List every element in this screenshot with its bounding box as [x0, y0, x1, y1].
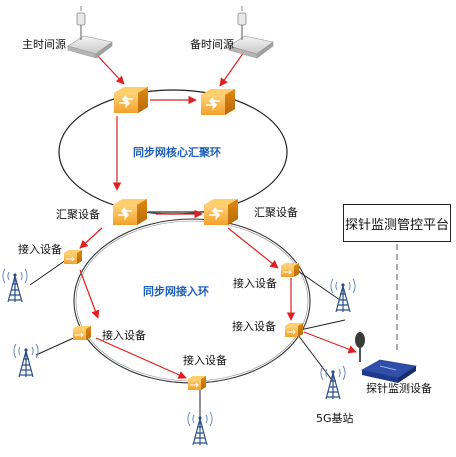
antenna-right-icon — [330, 278, 356, 313]
probe-device-icon — [355, 332, 417, 383]
antenna-left-bottom-icon — [13, 343, 39, 378]
aggregation-router-right-icon — [203, 198, 239, 226]
access-router-3-icon — [187, 375, 207, 391]
access-ring-label: 同步网接入环 — [143, 285, 209, 298]
link-access2-antenna — [29, 259, 67, 286]
access-device-label-5: 接入设备 — [183, 354, 227, 367]
access-router-4-icon — [280, 262, 300, 278]
base-station-5g-label: 5G基站 — [316, 412, 354, 425]
probe-platform-box: 探针监测管控平台 — [343, 204, 451, 242]
antenna-bottom-icon — [187, 411, 213, 446]
primary-time-server-icon — [67, 5, 113, 59]
access-router-1-icon — [63, 249, 83, 265]
link-access3-antenna — [35, 335, 79, 356]
probe-platform-label: 探针监测管控平台 — [344, 217, 449, 233]
core-router-right-icon — [200, 88, 236, 116]
aggregation-router-left-icon — [112, 198, 148, 226]
core-ring-label: 同步网核心汇聚环 — [133, 146, 221, 159]
access-device-label-4: 接入设备 — [232, 320, 276, 333]
access-device-label-1: 接入设备 — [18, 243, 62, 256]
link-access1-antenna — [297, 270, 341, 301]
link-access5-basestation — [297, 334, 333, 381]
aggregation-device-left-label: 汇聚设备 — [56, 208, 100, 221]
backup-time-source-label: 备时间源 — [190, 38, 234, 51]
probe-device-label: 探针监测设备 — [366, 382, 432, 395]
access-router-2-icon — [72, 325, 92, 341]
primary-time-source-label: 主时间源 — [22, 38, 66, 51]
core-router-left-icon — [113, 86, 149, 114]
backup-time-server-icon — [228, 5, 274, 59]
access-router-5-icon — [284, 322, 304, 338]
link-access5-antenna2 — [299, 319, 346, 331]
access-device-label-3: 接入设备 — [102, 329, 146, 342]
access-device-label-2: 接入设备 — [233, 277, 277, 290]
antenna-left-top-icon — [2, 268, 28, 303]
aggregation-device-right-label: 汇聚设备 — [254, 206, 298, 219]
